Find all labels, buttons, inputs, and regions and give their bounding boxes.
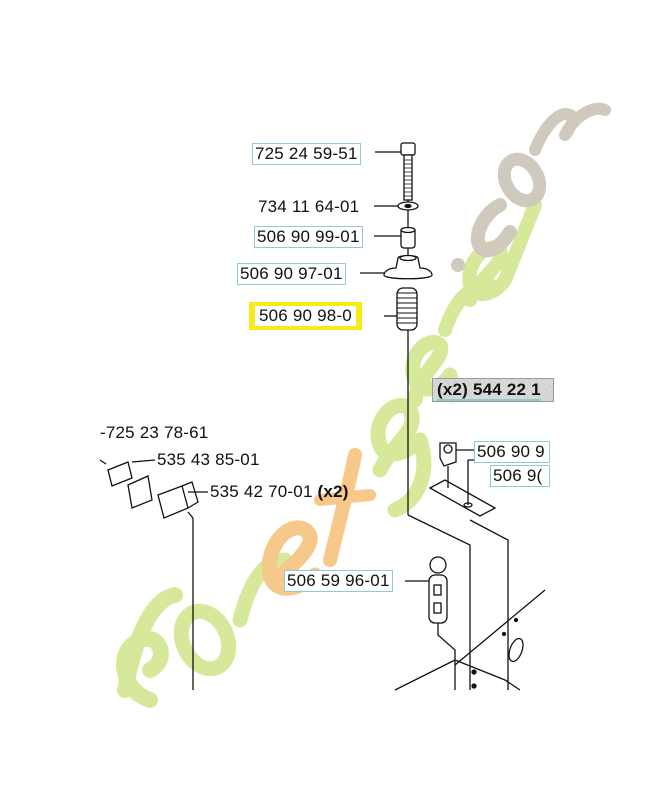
part-number: 725 24 59-51 bbox=[255, 144, 358, 163]
part-number: 506 90 97-01 bbox=[240, 264, 343, 283]
part-label-506-90-98-0-highlighted[interactable]: 506 90 98-0 bbox=[249, 302, 362, 330]
part-label-535-42-70-01[interactable]: 535 42 70-01 (x2) bbox=[210, 482, 349, 502]
part-number: 506 90 99-01 bbox=[257, 227, 360, 246]
part-number: 506 59 96-01 bbox=[287, 571, 390, 590]
part-number: 506 9( bbox=[493, 466, 543, 485]
part-label-506-90-97-01[interactable]: 506 90 97-01 bbox=[237, 263, 346, 285]
part-label-506-90-9[interactable]: 506 90 9 bbox=[474, 441, 550, 463]
part-label-506-9[interactable]: 506 9( bbox=[490, 465, 550, 487]
part-label-506-90-99-01[interactable]: 506 90 99-01 bbox=[254, 226, 363, 248]
part-number: 734 11 64-01 bbox=[258, 197, 360, 216]
part-label-725-24-59-51[interactable]: 725 24 59-51 bbox=[252, 143, 361, 165]
part-label-535-43-85-01[interactable]: 535 43 85-01 bbox=[157, 450, 260, 470]
part-number: 535 43 85-01 bbox=[157, 450, 260, 469]
part-number: -725 23 78-61 bbox=[100, 423, 209, 442]
quantity-badge: (x2) bbox=[317, 482, 349, 501]
part-number: 506 90 98-0 bbox=[255, 306, 356, 326]
part-label-544-22-1[interactable]: (x2) 544 22 1 bbox=[432, 378, 554, 402]
part-number: (x2) 544 22 1 bbox=[437, 380, 541, 401]
part-label-725-23-78-61[interactable]: -725 23 78-61 bbox=[100, 423, 208, 443]
part-number: 535 42 70-01 bbox=[210, 482, 313, 501]
part-number: 506 90 9 bbox=[477, 442, 545, 461]
part-label-506-59-96-01[interactable]: 506 59 96-01 bbox=[284, 570, 393, 592]
part-label-734-11-64-01[interactable]: 734 11 64-01 bbox=[258, 197, 359, 217]
